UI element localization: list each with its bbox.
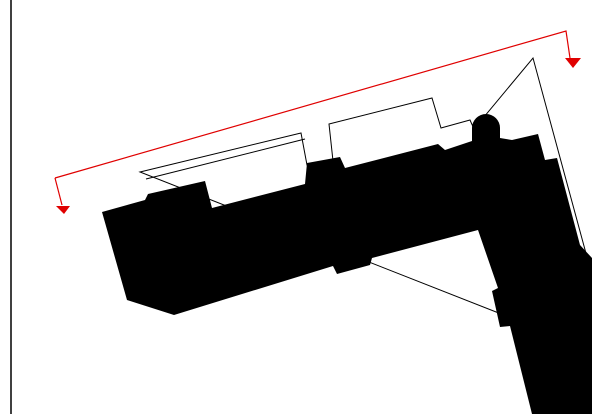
dimension-line-left-drop — [54, 177, 63, 206]
dimension-arrow-left-icon — [56, 206, 70, 214]
dimension-arrow-right-icon — [565, 58, 581, 68]
upper-floor-inner-line — [145, 138, 306, 180]
building-footprint — [102, 114, 592, 414]
dimension-line — [54, 30, 571, 179]
